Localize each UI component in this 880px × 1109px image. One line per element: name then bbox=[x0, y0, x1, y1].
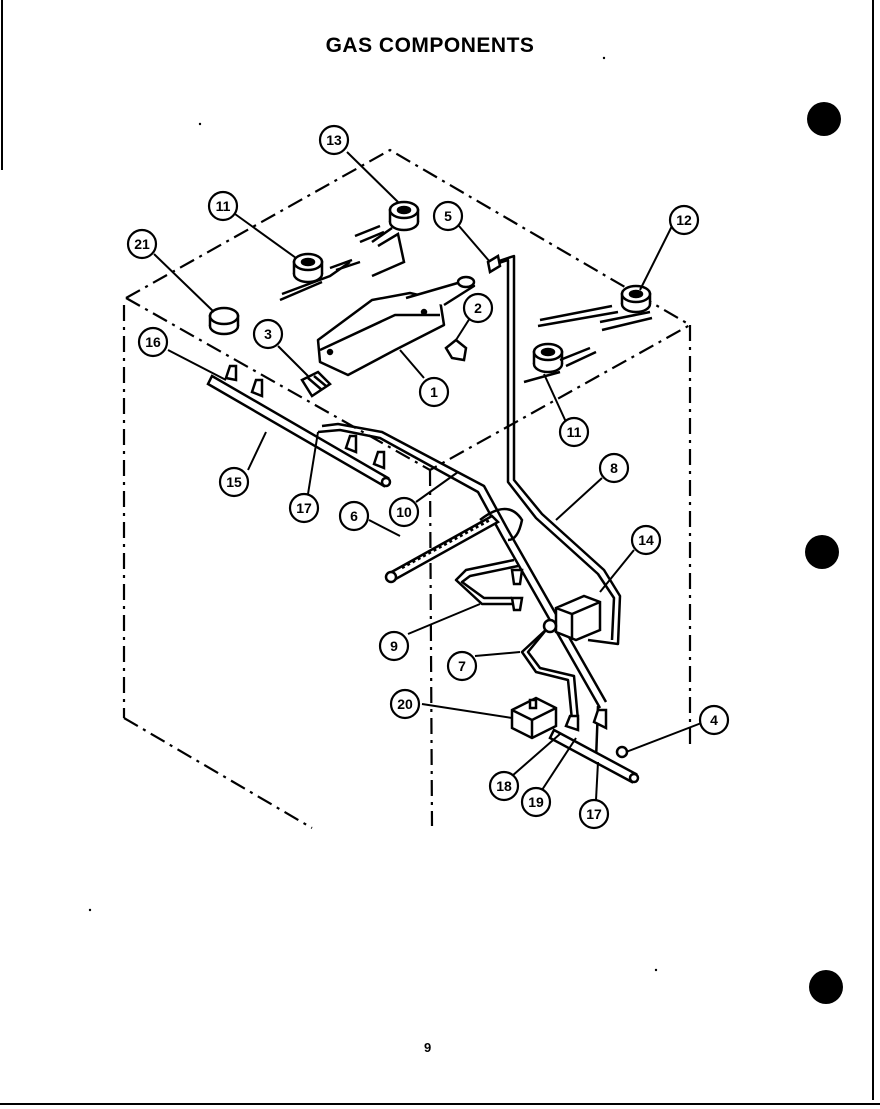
callout-5: 5 bbox=[432, 200, 464, 232]
clip-2 bbox=[444, 338, 468, 362]
callout-label: 6 bbox=[350, 508, 358, 524]
punch-hole-bottom bbox=[809, 970, 843, 1004]
callout-label: 15 bbox=[226, 474, 242, 490]
valve-fittings bbox=[486, 254, 524, 612]
top-burner-11-left bbox=[279, 252, 361, 302]
bottom-pipe-4 bbox=[548, 708, 640, 784]
callout-label: 5 bbox=[444, 208, 452, 224]
callout-label: 19 bbox=[528, 794, 544, 810]
callout-15: 15 bbox=[218, 466, 250, 498]
callout-4: 4 bbox=[698, 704, 730, 736]
page-title: GAS COMPONENTS bbox=[325, 34, 535, 57]
callout-17-upper: 17 bbox=[288, 492, 320, 524]
callout-label: 10 bbox=[396, 504, 412, 520]
manifold-15 bbox=[206, 364, 392, 488]
callout-12: 12 bbox=[668, 204, 700, 236]
callout-3: 3 bbox=[252, 318, 284, 350]
callout-11-right: 11 bbox=[558, 416, 590, 448]
scan-speck bbox=[198, 122, 202, 126]
callout-label: 8 bbox=[610, 460, 618, 476]
callout-label: 12 bbox=[676, 212, 692, 228]
callout-17-lower: 17 bbox=[578, 798, 610, 830]
scan-speck bbox=[654, 968, 658, 972]
callout-label: 16 bbox=[145, 334, 161, 350]
callout-label: 17 bbox=[296, 500, 312, 516]
callout-label: 11 bbox=[567, 424, 582, 440]
callout-13: 13 bbox=[318, 124, 350, 156]
callout-label: 11 bbox=[216, 198, 231, 214]
leader-lines bbox=[153, 151, 705, 801]
callout-label: 2 bbox=[474, 300, 482, 316]
gas-lines bbox=[317, 254, 622, 761]
callout-11-left: 11 bbox=[207, 190, 239, 222]
callout-20: 20 bbox=[389, 688, 421, 720]
punch-hole-middle bbox=[805, 535, 839, 569]
callout-1: 1 bbox=[418, 376, 450, 408]
cabinet-outline bbox=[122, 148, 692, 829]
callout-label: 7 bbox=[458, 658, 466, 674]
callout-10: 10 bbox=[388, 496, 420, 528]
callout-8: 8 bbox=[598, 452, 630, 484]
callout-16: 16 bbox=[137, 326, 169, 358]
callout-6: 6 bbox=[338, 500, 370, 532]
callout-19: 19 bbox=[520, 786, 552, 818]
scan-speck bbox=[88, 908, 92, 912]
burner-tube-6 bbox=[384, 507, 524, 584]
callout-14: 14 bbox=[630, 524, 662, 556]
callout-label: 17 bbox=[586, 806, 602, 822]
callout-2: 2 bbox=[462, 292, 494, 324]
callout-label: 4 bbox=[710, 712, 718, 728]
bracket-3 bbox=[300, 370, 332, 398]
top-burner-12 bbox=[537, 284, 653, 332]
callout-label: 14 bbox=[638, 532, 654, 548]
callout-label: 18 bbox=[496, 778, 512, 794]
callout-label: 13 bbox=[326, 132, 342, 148]
callout-label: 20 bbox=[397, 696, 413, 712]
callout-18: 18 bbox=[488, 770, 520, 802]
callout-label: 21 bbox=[134, 236, 150, 252]
component-box-20 bbox=[510, 696, 558, 740]
callout-label: 1 bbox=[430, 384, 438, 400]
component-21 bbox=[208, 306, 240, 336]
callout-21: 21 bbox=[126, 228, 158, 260]
punch-hole-top bbox=[807, 102, 841, 136]
regulator-14 bbox=[542, 594, 602, 642]
page-number: 9 bbox=[424, 1040, 432, 1055]
callout-7: 7 bbox=[446, 650, 478, 682]
top-burner-13 bbox=[354, 200, 420, 278]
scan-speck bbox=[602, 56, 606, 60]
burner-box bbox=[316, 275, 476, 377]
callout-label: 9 bbox=[390, 638, 398, 654]
top-burner-11-right bbox=[523, 342, 597, 384]
callout-label: 3 bbox=[264, 326, 272, 342]
callout-9: 9 bbox=[378, 630, 410, 662]
